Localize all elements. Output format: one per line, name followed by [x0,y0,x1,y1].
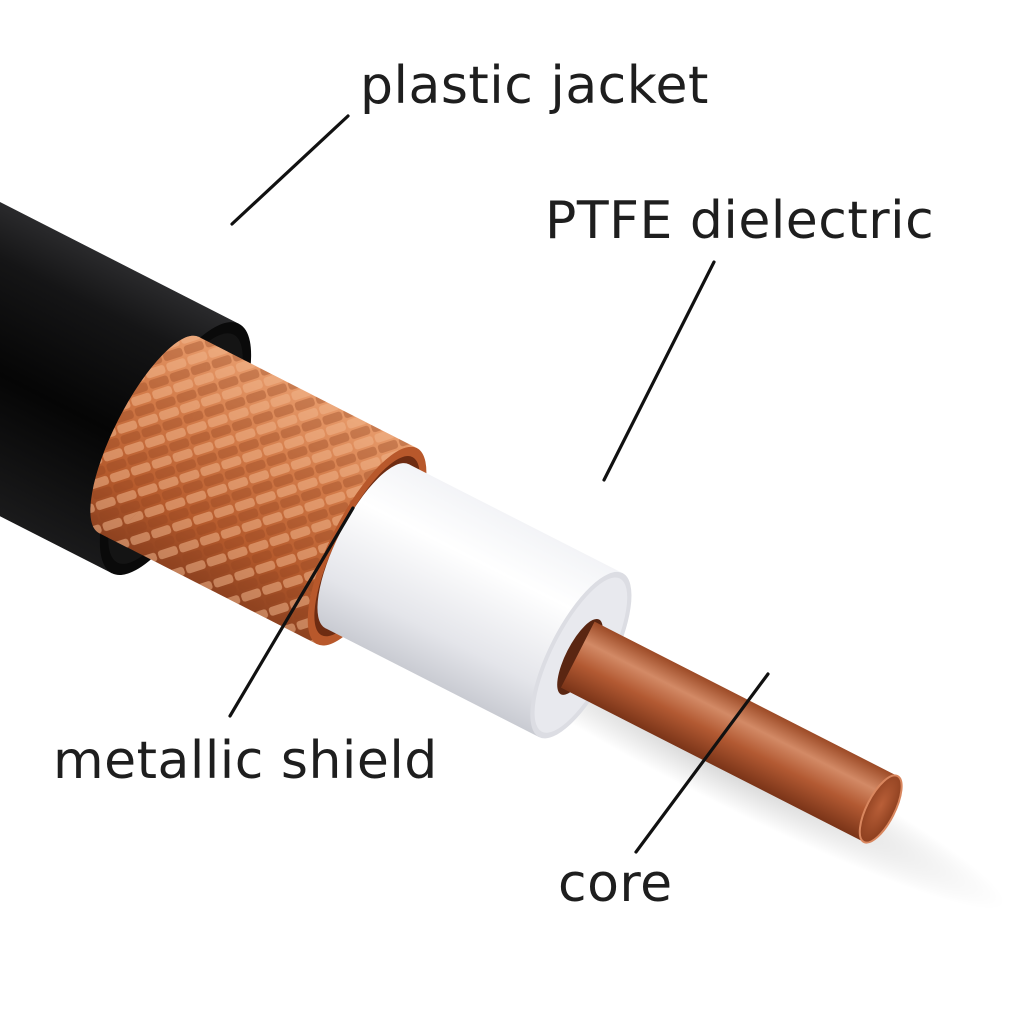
leader-line-jacket [230,114,350,226]
label-core: core [558,854,673,914]
label-ptfe-dielectric: PTFE dielectric [545,191,935,251]
label-plastic-jacket: plastic jacket [360,56,709,116]
copper-core [560,621,903,844]
label-metallic-shield: metallic shield [53,731,438,791]
leader-line-ptfe [602,260,716,482]
leader-line-core [634,672,770,854]
leader-line-shield [228,506,355,718]
